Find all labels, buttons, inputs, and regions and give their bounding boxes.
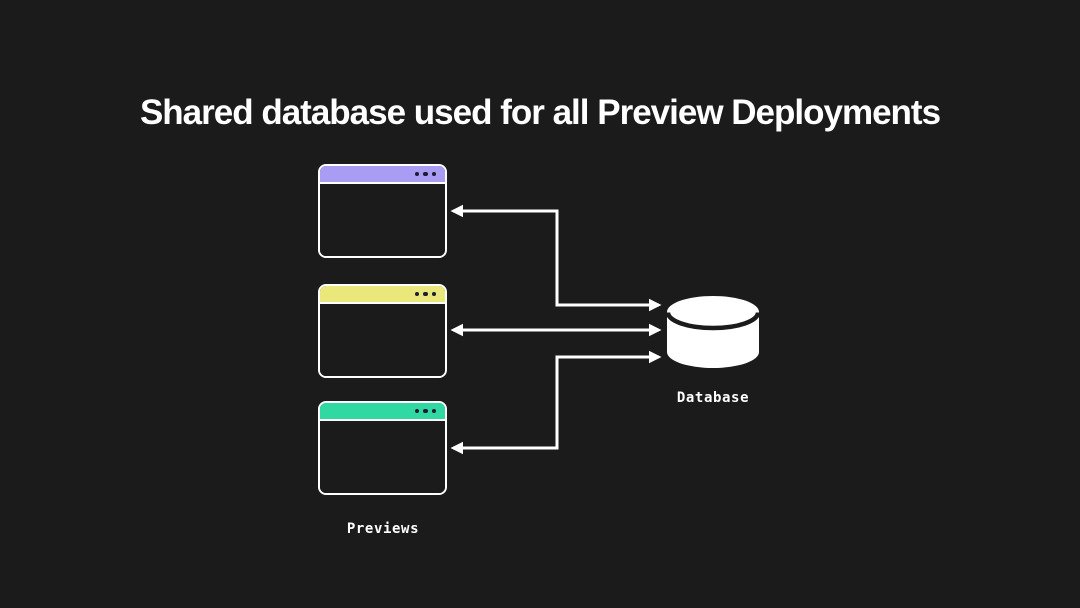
preview-window-2-titlebar — [320, 286, 445, 304]
database-cylinder-top-edge — [665, 312, 761, 331]
preview-window-2-content — [320, 304, 445, 376]
database-cylinder-top — [667, 296, 759, 328]
window-dot-icon — [423, 408, 428, 414]
preview-window-1-content — [320, 184, 445, 256]
page-title: Shared database used for all Preview Dep… — [139, 93, 941, 133]
window-dot-icon — [431, 171, 436, 177]
database-label: Database — [676, 390, 750, 406]
arrow-preview-1-database — [450, 204, 662, 312]
preview-window-3 — [318, 401, 447, 495]
preview-window-3-content — [320, 421, 445, 493]
preview-window-3-titlebar — [320, 403, 445, 421]
previews-label: Previews — [346, 521, 420, 537]
database-cylinder-body — [667, 312, 759, 368]
arrow-preview-3-database — [450, 350, 662, 455]
window-dot-icon — [423, 171, 428, 177]
preview-window-2 — [318, 284, 447, 378]
window-dot-icon — [414, 291, 419, 297]
window-dot-icon — [414, 408, 419, 414]
database-icon — [665, 296, 761, 368]
window-dot-icon — [431, 291, 436, 297]
window-dot-icon — [423, 291, 428, 297]
window-dot-icon — [414, 171, 419, 177]
preview-window-1 — [318, 164, 447, 258]
window-dot-icon — [431, 408, 436, 414]
preview-window-1-titlebar — [320, 166, 445, 184]
